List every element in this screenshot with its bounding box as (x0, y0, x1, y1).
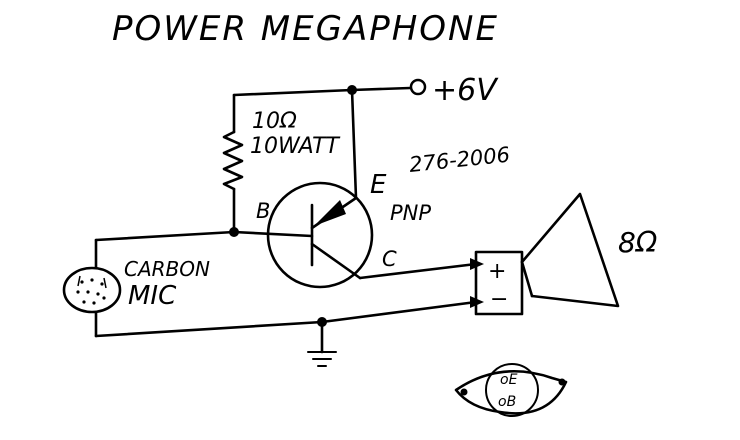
mic-label-line2: MIC (128, 281, 177, 311)
resistor-wattage-label: 10WATT (250, 134, 341, 159)
pinout-emitter-label: oE (500, 372, 518, 388)
horn-speaker: + − 8Ω (474, 192, 658, 316)
emitter-label: E (370, 170, 387, 200)
diagram-title: POWER MEGAPHONE (112, 9, 499, 49)
emitter-supply-wire (350, 88, 358, 200)
to3-mount-hole-right (558, 378, 566, 386)
carbon-mic: CARBON MIC (62, 257, 210, 338)
speaker-plus-label: + (488, 259, 506, 284)
supply-terminal (409, 78, 427, 96)
to3-outline (454, 369, 568, 415)
speaker-driver (474, 250, 524, 316)
junction-dot-base (229, 227, 239, 237)
pinout-base-label: oB (498, 394, 516, 410)
supply-rail: +6V (232, 73, 499, 108)
collector-label: C (382, 247, 397, 271)
transistor-type-label: PNP (390, 201, 431, 225)
base-wiring (94, 227, 314, 270)
collector-wire (358, 262, 478, 280)
resistor: 10Ω 10WATT (222, 93, 341, 234)
part-number-label: 276-2006 (408, 143, 511, 177)
base-label: B (256, 199, 270, 223)
mic-label-line1: CARBON (124, 257, 210, 281)
speaker-minus-label: − (490, 287, 508, 312)
speaker-impedance-label: 8Ω (618, 226, 658, 259)
emitter-arrow (314, 200, 346, 226)
mic-body (62, 266, 122, 314)
to3-can (485, 363, 539, 417)
horn-bell (520, 192, 620, 308)
transistor-collector-lead (310, 242, 362, 280)
to3-pinout: oE oB (454, 363, 568, 417)
supply-voltage-label: +6V (432, 73, 499, 108)
resistor-value-label: 10Ω (252, 109, 297, 134)
to3-mount-hole-left (460, 388, 468, 396)
